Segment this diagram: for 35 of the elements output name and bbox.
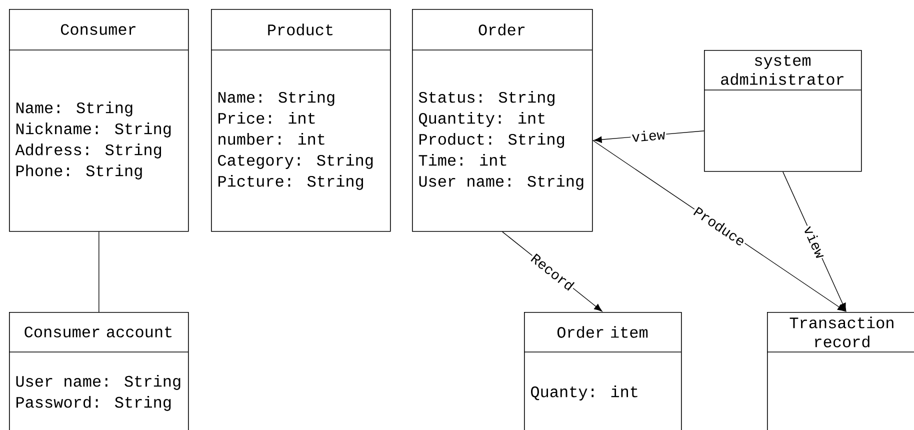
node-label: Name: String — [218, 91, 334, 106]
node-label: Status: String — [418, 91, 554, 106]
class-box — [8, 9, 189, 232]
class-box — [704, 50, 862, 172]
class-box — [412, 9, 593, 232]
node-label: Product: String — [419, 133, 564, 148]
node-label: Name: String — [16, 102, 132, 116]
node-label: Phone: String — [16, 164, 142, 180]
attribute-list: Quanty: int — [531, 386, 638, 400]
class-box — [8, 312, 189, 430]
node-label: Address: String — [15, 144, 162, 158]
class-name: system administrator — [721, 55, 844, 85]
edge-label: view — [804, 226, 824, 258]
class-box — [766, 312, 914, 430]
node-label: Picture: String — [218, 175, 364, 190]
attribute-list: User name: String Password: String — [16, 375, 180, 411]
node-label: Quantity: int — [419, 112, 545, 127]
node-label: Nickname: String — [16, 122, 171, 138]
class-box — [210, 9, 391, 232]
node-label: Price: int — [218, 112, 315, 124]
class-name: Transaction record — [790, 316, 894, 348]
node-label: Time: int — [418, 154, 506, 166]
node-label: number: int — [218, 133, 324, 145]
edge-label: view — [632, 130, 665, 142]
class-box — [524, 312, 682, 430]
attribute-list: Name: String Nickname: String Address: String Phone: String — [15, 102, 171, 180]
node-label: Category: String — [218, 154, 373, 169]
class-name: Order — [478, 24, 525, 36]
class-name: Order item — [557, 326, 648, 338]
attribute-list: Name: String Price: int number: int Category: String Picture: String — [218, 91, 373, 190]
class-name: Product — [268, 24, 332, 36]
class-name: Consumer — [60, 24, 136, 35]
attribute-list: Status: String Quantity: int Product: String Time: int User name: String — [418, 91, 584, 190]
class-name: Consumer account — [24, 326, 172, 338]
node-label: User name: String — [419, 175, 584, 190]
